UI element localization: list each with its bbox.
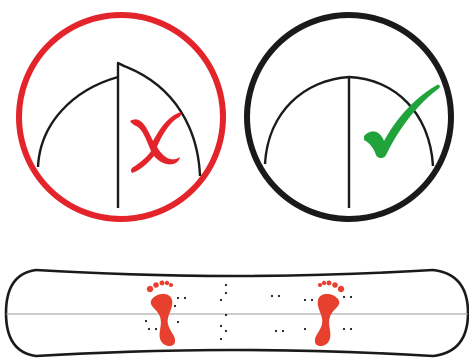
x-mark-icon (130, 112, 182, 173)
edge-profile-even (263, 75, 435, 208)
incorrect-panel (16, 12, 226, 222)
edge-profile-uneven (36, 61, 202, 208)
incorrect-ring (16, 12, 226, 222)
correct-panel (244, 12, 454, 222)
left-footprint-icon (146, 280, 176, 347)
right-footprint-icon (314, 280, 345, 347)
board-outline (4, 268, 469, 358)
check-mark-icon (364, 84, 440, 158)
insert-holes (144, 283, 353, 341)
snowboard-icon (4, 268, 469, 358)
